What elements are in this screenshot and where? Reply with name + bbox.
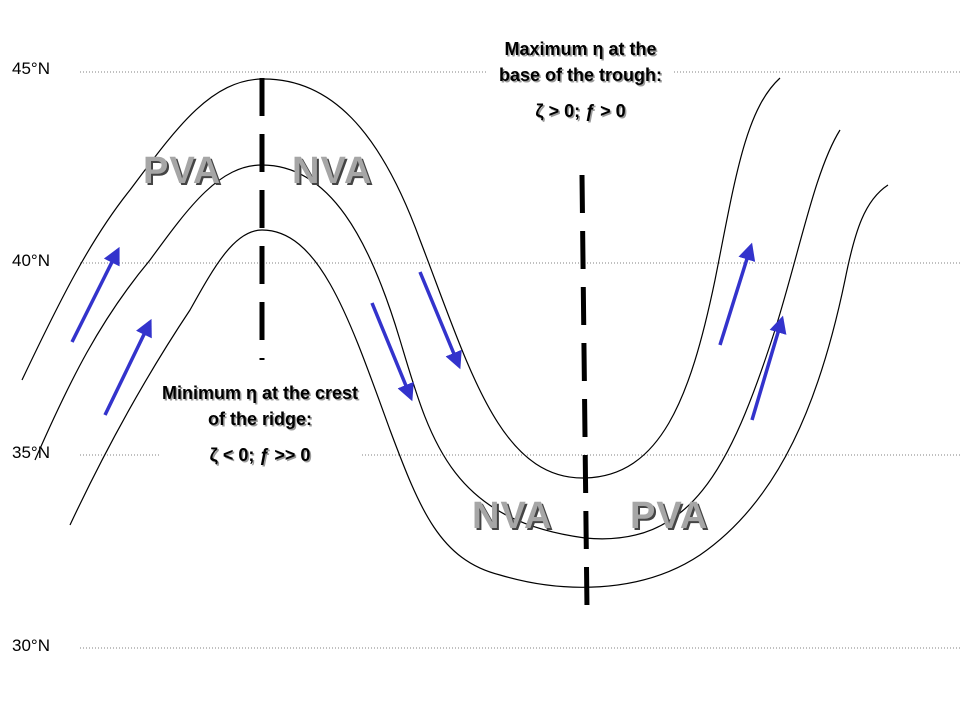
- trough-caption-title: Maximum η at the base of the trough:: [499, 39, 662, 85]
- streamline-middle: [34, 129, 841, 540]
- flow-arrow: [750, 315, 787, 421]
- pva-label-trough: PVA: [630, 495, 709, 537]
- trough-caption-condition: ζ > 0; ƒ > 0: [535, 101, 626, 121]
- flow-arrows: [70, 242, 787, 421]
- nva-label-trough: NVA: [472, 495, 553, 537]
- axis-lines: [259, 78, 590, 611]
- flow-arrow: [418, 271, 462, 370]
- latitude-label-40n: 40°N: [12, 251, 50, 270]
- flow-arrow: [70, 246, 120, 343]
- trough-axis-line: [579, 174, 590, 611]
- streamline-north: [21, 77, 781, 479]
- latitude-label-35n: 35°N: [12, 443, 50, 462]
- flow-arrow: [103, 318, 152, 416]
- nva-label-ridge: NVA: [292, 150, 373, 192]
- ridge-caption-title: Minimum η at the crest of the ridge:: [161, 383, 359, 429]
- pva-label-ridge: PVA: [143, 150, 222, 192]
- latitude-label-30n: 30°N: [12, 636, 50, 655]
- streamlines: [21, 77, 889, 588]
- flow-arrow: [718, 242, 756, 346]
- ridge-caption-condition: ζ < 0; ƒ >> 0: [209, 445, 311, 465]
- streamline-south: [69, 184, 889, 588]
- latitude-label-45n: 45°N: [12, 59, 50, 78]
- trough-caption: Maximum η at the base of the trough: ζ >…: [488, 36, 673, 124]
- flow-arrow: [370, 302, 414, 402]
- ridge-caption: Minimum η at the crest of the ridge: ζ <…: [160, 380, 360, 468]
